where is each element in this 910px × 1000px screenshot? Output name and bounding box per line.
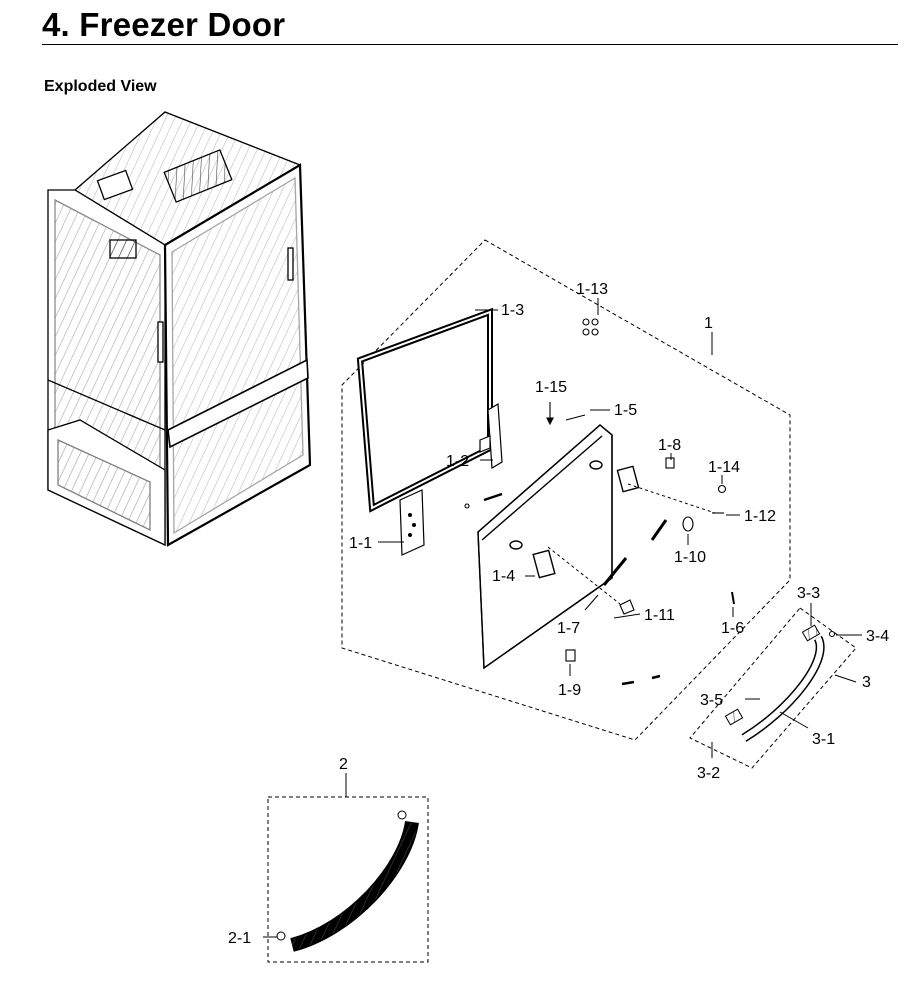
upper-hinge-part [479,402,503,470]
callout-1-5: 1-5 [614,402,637,419]
lower-hinge-part [399,489,425,556]
freezer-handle-group [689,603,862,769]
callout-2: 2 [339,756,348,773]
door-assembly-boundary [341,239,791,741]
callout-1-4: 1-4 [492,568,515,585]
door-trim-group [263,773,429,963]
group-1-leader-lines [378,298,740,676]
callout-3-5: 3-5 [700,692,723,709]
callout-1-14: 1-14 [708,459,740,476]
refrigerator-cabinet-illustration [47,111,312,547]
callout-2-1: 2-1 [228,930,251,947]
callout-1: 1 [704,315,713,332]
callout-3: 3 [862,674,871,691]
callout-1-7: 1-7 [557,620,580,637]
callout-1-8: 1-8 [658,437,681,454]
callout-3-1: 3-1 [812,731,835,748]
callout-1-15: 1-15 [535,379,567,396]
callout-1-3: 1-3 [501,302,524,319]
callout-1-9: 1-9 [558,682,581,699]
section-subtitle: Exploded View [44,78,157,95]
callout-1-12: 1-12 [744,508,776,525]
callout-1-2: 1-2 [446,453,469,470]
callout-3-4: 3-4 [866,628,889,645]
callout-3-2: 3-2 [697,765,720,782]
title-underline [42,44,898,45]
callout-1-6: 1-6 [721,620,744,637]
door-gasket-part [356,307,493,513]
door-panel-part [477,424,640,670]
callout-1-10: 1-10 [674,549,706,566]
page-title: 4. Freezer Door [42,6,286,43]
small-hardware-parts [464,318,735,686]
group-2-callout-labels: 2 2-1 [228,756,348,947]
callout-1-1: 1-1 [349,535,372,552]
callout-3-3: 3-3 [797,585,820,602]
callout-1-13: 1-13 [576,281,608,298]
group-3-callout-labels: 3 3-3 3-4 3-5 3-1 3-2 [697,585,889,782]
callout-1-11: 1-11 [644,607,675,624]
group-1-callout-labels: 1 1-13 1-3 1-15 1-5 1-2 1-8 1-14 1-12 1-… [349,281,776,699]
